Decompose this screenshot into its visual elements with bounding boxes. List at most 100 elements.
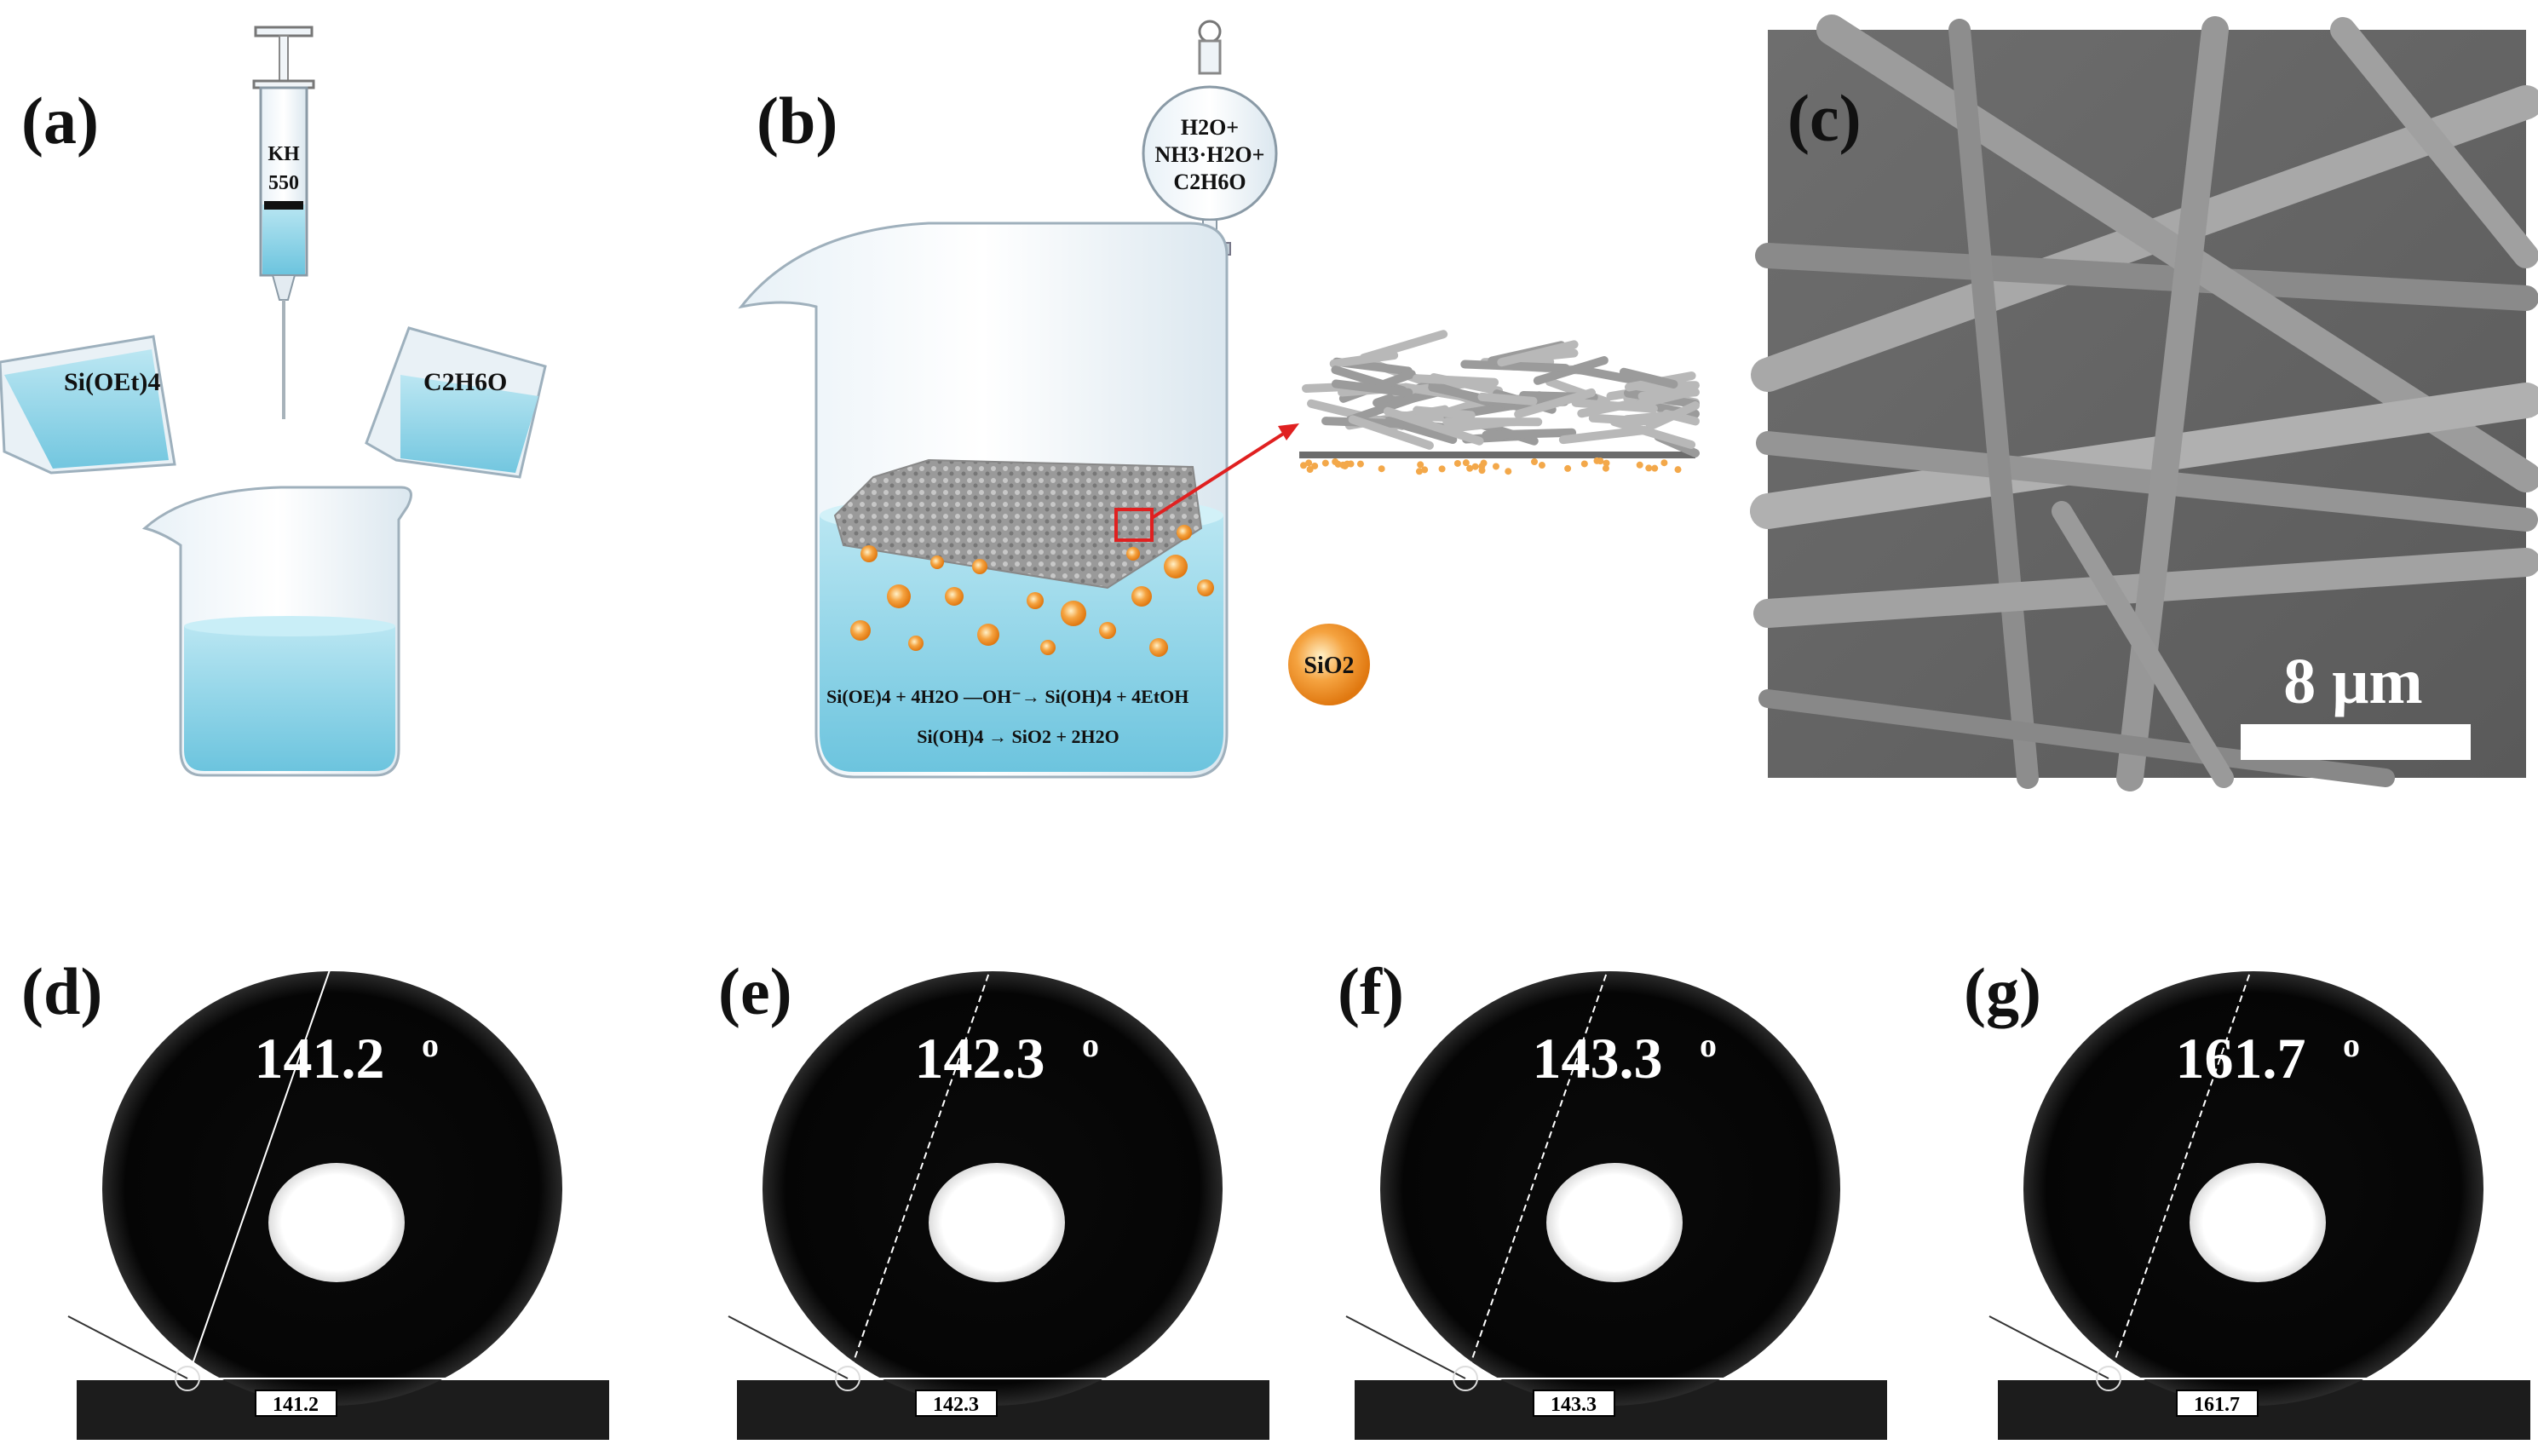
sio2-dot xyxy=(1645,464,1653,472)
contact-angle-value: 142.3 xyxy=(915,1026,1045,1091)
sio2-dot xyxy=(1564,464,1572,472)
syringe-label-550: 550 xyxy=(268,172,299,194)
sio2-legend: SiO2 xyxy=(1288,624,1370,705)
angle-readout-box xyxy=(915,1390,998,1417)
teos-formula: Si(OEt)4 xyxy=(64,368,160,396)
angle-readout-box xyxy=(2176,1390,2259,1417)
fiber-strand xyxy=(1533,356,1609,385)
teos-cup: Si(OEt)4 xyxy=(0,335,176,475)
sem-fiber xyxy=(1758,689,2395,787)
sio2-dot xyxy=(1471,463,1479,470)
sio2-dot xyxy=(1415,468,1423,475)
fiber-strand xyxy=(1609,417,1696,450)
sio2-particle xyxy=(1099,622,1116,639)
fiber-strand xyxy=(1482,428,1577,440)
tangent-extension xyxy=(1988,1315,2109,1379)
droplet-highlight xyxy=(2190,1163,2326,1282)
sio2-dot xyxy=(1538,462,1545,469)
sio2-particle xyxy=(1164,555,1188,578)
sio2-particle xyxy=(860,545,878,562)
sio2-particle xyxy=(945,587,964,606)
sio2-dot xyxy=(1478,467,1486,475)
sio2-particle xyxy=(850,620,871,641)
funnel-line-2: NH3·H2O+ xyxy=(1155,142,1265,167)
sio2-dot xyxy=(1332,458,1339,466)
tangent-extension xyxy=(1345,1315,1466,1379)
fiber-strand xyxy=(1413,406,1476,420)
tangent-line xyxy=(847,962,993,1379)
sio2-dot xyxy=(1378,465,1385,473)
sio2-dot xyxy=(1417,461,1424,469)
contact-angle-value: 143.3 xyxy=(1533,1026,1663,1091)
sio2-particle xyxy=(977,624,999,646)
sio2-dot xyxy=(1356,460,1364,468)
fiber-strand xyxy=(1571,365,1644,386)
fiber-strand xyxy=(1460,360,1570,373)
sio2-dot xyxy=(1580,460,1588,468)
sio2-dot xyxy=(1306,466,1314,474)
sio2-dot xyxy=(1462,459,1470,467)
sio2-dot xyxy=(1421,466,1429,474)
tangent-line xyxy=(187,962,333,1379)
tangent-line xyxy=(1465,962,1611,1379)
panel-a: (a) KH 550 Si(OEt)4 C2H6O xyxy=(0,26,547,777)
angle-arc xyxy=(175,1366,200,1391)
fiber-strand xyxy=(1514,388,1597,419)
angle-arc xyxy=(2096,1366,2121,1391)
angle-readout-box xyxy=(1533,1390,1615,1417)
angle-readout-box xyxy=(255,1390,337,1417)
panel-b-label: (b) xyxy=(757,83,837,158)
contact-angle-value: 161.7 xyxy=(2176,1026,2306,1091)
sem-fiber xyxy=(1755,243,2538,311)
sio2-dot xyxy=(1505,468,1512,475)
tangent-extension xyxy=(67,1315,188,1379)
sio2-dot xyxy=(1597,458,1604,465)
sio2-legend-label: SiO2 xyxy=(1304,653,1354,679)
droplet-highlight xyxy=(268,1163,405,1282)
fiber-strand xyxy=(1571,398,1658,413)
fiber-strand xyxy=(1444,417,1513,434)
syringe-illustration: KH 550 xyxy=(252,26,315,419)
angle-arc xyxy=(1453,1366,1478,1391)
sio2-particle xyxy=(1197,579,1214,596)
sio2-dot xyxy=(1492,463,1499,470)
angle-readout: 142.3 xyxy=(933,1394,979,1416)
sio2-dot xyxy=(1305,459,1313,467)
sio2-particle xyxy=(972,559,987,574)
fiber-strand xyxy=(1412,374,1499,387)
panel-c: (c) 8 μm xyxy=(1750,14,2538,791)
sem-fiber xyxy=(1756,431,2538,532)
fiber-strand xyxy=(1348,415,1434,450)
sem-fibers xyxy=(1750,14,2538,791)
scale-bar-label: 8 μm xyxy=(2283,646,2422,717)
zoom-arrow xyxy=(1150,423,1299,520)
sio2-dot xyxy=(1480,459,1488,467)
contact-angle-panel-label: (e) xyxy=(718,954,792,1028)
reaction-equation-2: Si(OH)4 → SiO2 + 2H2O xyxy=(917,726,1119,747)
degree-mark: o xyxy=(2343,1026,2360,1064)
fiber-structure-zoom xyxy=(1299,330,1700,475)
fiber-strand xyxy=(1558,425,1649,445)
fiber-strand xyxy=(1497,340,1579,367)
sio2-dot xyxy=(1660,459,1668,467)
degree-mark: o xyxy=(1700,1026,1717,1064)
sio2-particle xyxy=(1177,525,1192,540)
sio2-dot xyxy=(1636,461,1643,469)
panel-a-label: (a) xyxy=(21,83,99,158)
tangent-extension xyxy=(728,1315,849,1379)
angle-arc xyxy=(835,1366,860,1391)
angle-readout: 143.3 xyxy=(1551,1394,1597,1416)
contact-angle-panel-label: (d) xyxy=(21,954,102,1028)
sio2-dot xyxy=(1321,459,1329,467)
sio2-dot xyxy=(1602,464,1609,472)
sem-fiber xyxy=(1948,19,2039,789)
fiber-strand xyxy=(1329,351,1399,368)
angle-readout: 141.2 xyxy=(273,1394,319,1416)
syringe-label-kh: KH xyxy=(268,143,300,165)
